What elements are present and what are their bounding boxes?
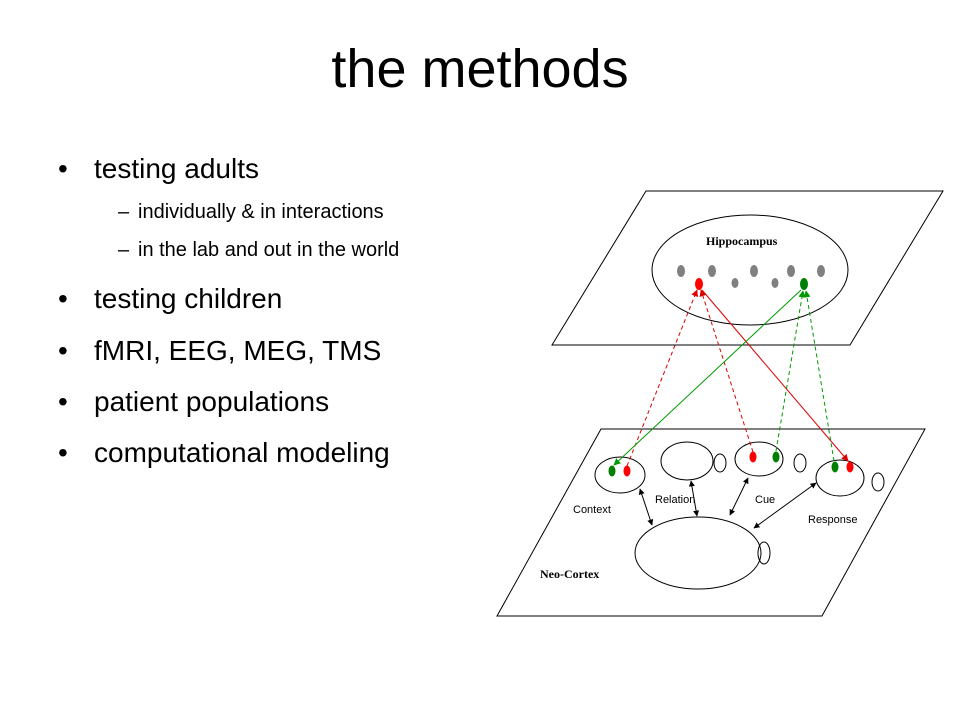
- context-central-arrow: [638, 488, 654, 526]
- neocortex-label: Neo-Cortex: [540, 567, 599, 581]
- bullet-patient-populations: patient populations: [58, 385, 518, 419]
- bullet-computational-modeling: computational modeling: [58, 436, 518, 470]
- hippocampus-region: [651, 214, 849, 326]
- relation-self-loop: [713, 453, 727, 473]
- context-green-unit: [608, 465, 616, 477]
- central-module: [634, 516, 762, 590]
- context-red-unit: [623, 465, 631, 477]
- sub-bullet-text: individually & in interactions: [138, 201, 384, 223]
- cue-central-arrow: [729, 477, 749, 516]
- hippocampus-unit: [771, 278, 779, 288]
- neocortex-plane: [496, 428, 926, 617]
- hippocampus-green-unit: [800, 278, 808, 290]
- red-context-to-hippocampus: [626, 289, 698, 467]
- slide-title: the methods: [331, 39, 629, 99]
- relation-label: Relation: [655, 494, 695, 506]
- context-module: [594, 456, 646, 494]
- response-red-unit: [846, 461, 854, 473]
- central-self-loop: [757, 541, 771, 565]
- dash-marker: –: [118, 201, 130, 223]
- response-label: Response: [808, 514, 858, 526]
- cue-self-loop: [793, 453, 807, 473]
- green-cue-to-hippocampus: [775, 290, 806, 452]
- hippocampus-plane: [551, 190, 944, 346]
- relation-module: [660, 441, 714, 481]
- green-hippocampus-to-context: [613, 289, 802, 466]
- bullet-testing-children: testing children: [58, 282, 518, 316]
- sub-bullet-in-the-lab: – in the lab and out in the world: [58, 238, 518, 262]
- hippocampus-unit: [817, 265, 825, 277]
- cue-red-unit: [749, 451, 757, 463]
- hippocampus-unit: [708, 265, 716, 277]
- red-hippocampus-to-response: [701, 289, 849, 462]
- dash-marker: –: [118, 239, 130, 261]
- red-cue-to-hippocampus: [699, 289, 754, 453]
- sub-bullet-text: in the lab and out in the world: [138, 239, 400, 261]
- response-self-loop: [871, 472, 885, 492]
- hippocampus-red-unit: [695, 278, 703, 290]
- relation-central-arrow: [688, 480, 700, 517]
- bullet-testing-adults: testing adults: [58, 152, 518, 186]
- hippocampus-unit: [677, 265, 685, 277]
- bullet-list: testing adults – individually & in inter…: [58, 152, 518, 470]
- hippocampus-label: Hippocampus: [706, 234, 778, 248]
- response-module: [815, 459, 865, 497]
- hippocampus-unit: [787, 265, 795, 277]
- hippocampus-unit: [731, 278, 739, 288]
- cue-green-unit: [772, 451, 780, 463]
- sub-bullet-individually: – individually & in interactions: [58, 200, 518, 224]
- green-response-to-hippocampus: [803, 290, 835, 462]
- response-central-arrow: [753, 482, 817, 529]
- context-label: Context: [573, 504, 611, 516]
- cue-module: [734, 441, 784, 477]
- bullet-fmri-eeg: fMRI, EEG, MEG, TMS: [58, 334, 518, 368]
- hippocampus-unit: [750, 265, 758, 277]
- cue-label: Cue: [755, 494, 775, 506]
- response-green-unit: [831, 461, 839, 473]
